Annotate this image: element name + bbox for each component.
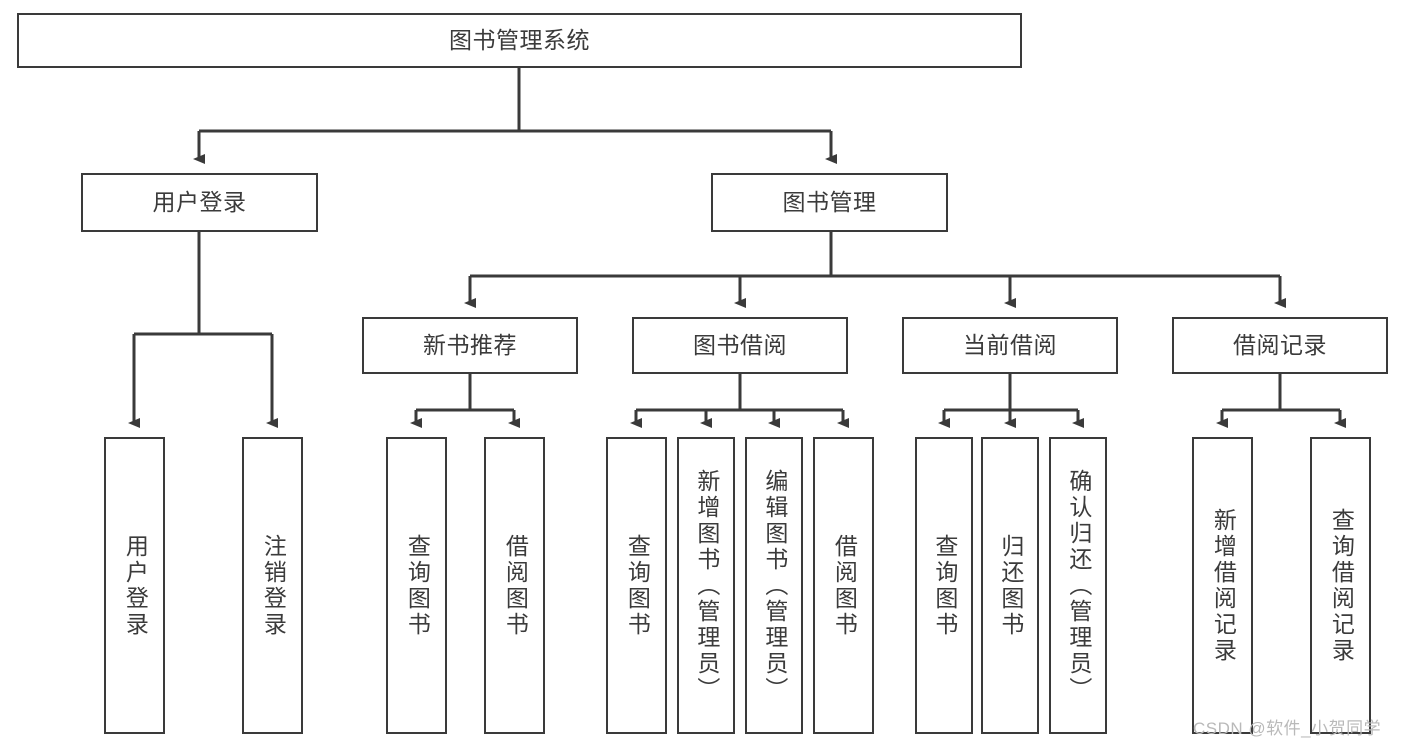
- node-current-borrow[interactable]: 当前借阅: [902, 317, 1118, 374]
- node-book-borrow[interactable]: 图书借阅: [632, 317, 848, 374]
- leaf-logout-login[interactable]: 注销登录: [242, 437, 303, 734]
- node-book-management-label: 图书管理: [782, 188, 877, 215]
- node-current-borrow-label: 当前借阅: [963, 331, 1057, 358]
- leaf-borrow-book-label: 借阅图书: [831, 533, 858, 638]
- leaf-borrow-book[interactable]: 借阅图书: [813, 437, 874, 734]
- leaf-query-book-current[interactable]: 查询图书: [915, 437, 973, 734]
- leaf-query-book-current-label: 查询图书: [931, 533, 958, 638]
- node-new-book-recommend-label: 新书推荐: [423, 331, 517, 358]
- leaf-user-login-label: 用户登录: [122, 533, 149, 638]
- node-new-book-recommend[interactable]: 新书推荐: [362, 317, 578, 374]
- leaf-edit-book-admin[interactable]: 编辑图书（管理员）: [745, 437, 803, 734]
- leaf-query-book-borrow-label: 查询图书: [624, 533, 651, 638]
- leaf-borrow-book-recommend-label: 借阅图书: [502, 533, 529, 638]
- node-root[interactable]: 图书管理系统: [17, 13, 1022, 68]
- node-borrow-record[interactable]: 借阅记录: [1172, 317, 1388, 374]
- leaf-query-borrow-record[interactable]: 查询借阅记录: [1310, 437, 1371, 734]
- leaf-add-book-admin-label: 新增图书（管理员）: [693, 468, 720, 703]
- leaf-add-book-admin[interactable]: 新增图书（管理员）: [677, 437, 735, 734]
- node-user-login-label: 用户登录: [152, 188, 247, 215]
- node-book-management[interactable]: 图书管理: [711, 173, 948, 232]
- leaf-user-login[interactable]: 用户登录: [104, 437, 165, 734]
- leaf-confirm-return-admin[interactable]: 确认归还（管理员）: [1049, 437, 1107, 734]
- leaf-confirm-return-admin-label: 确认归还（管理员）: [1065, 468, 1092, 703]
- leaf-logout-login-label: 注销登录: [260, 533, 287, 638]
- node-user-login[interactable]: 用户登录: [81, 173, 318, 232]
- leaf-return-book-label: 归还图书: [997, 533, 1024, 638]
- leaf-query-book-recommend[interactable]: 查询图书: [386, 437, 447, 734]
- node-root-label: 图书管理系统: [449, 26, 590, 53]
- leaf-borrow-book-recommend[interactable]: 借阅图书: [484, 437, 545, 734]
- leaf-edit-book-admin-label: 编辑图书（管理员）: [761, 468, 788, 703]
- leaf-return-book[interactable]: 归还图书: [981, 437, 1039, 734]
- leaf-query-borrow-record-label: 查询借阅记录: [1328, 507, 1355, 664]
- csdn-watermark: CSDN @软件_小贺同学: [1193, 719, 1382, 738]
- node-borrow-record-label: 借阅记录: [1233, 331, 1327, 358]
- leaf-add-borrow-record[interactable]: 新增借阅记录: [1192, 437, 1253, 734]
- leaf-query-book-recommend-label: 查询图书: [404, 533, 431, 638]
- node-book-borrow-label: 图书借阅: [693, 331, 787, 358]
- leaf-add-borrow-record-label: 新增借阅记录: [1210, 507, 1237, 664]
- leaf-query-book-borrow[interactable]: 查询图书: [606, 437, 667, 734]
